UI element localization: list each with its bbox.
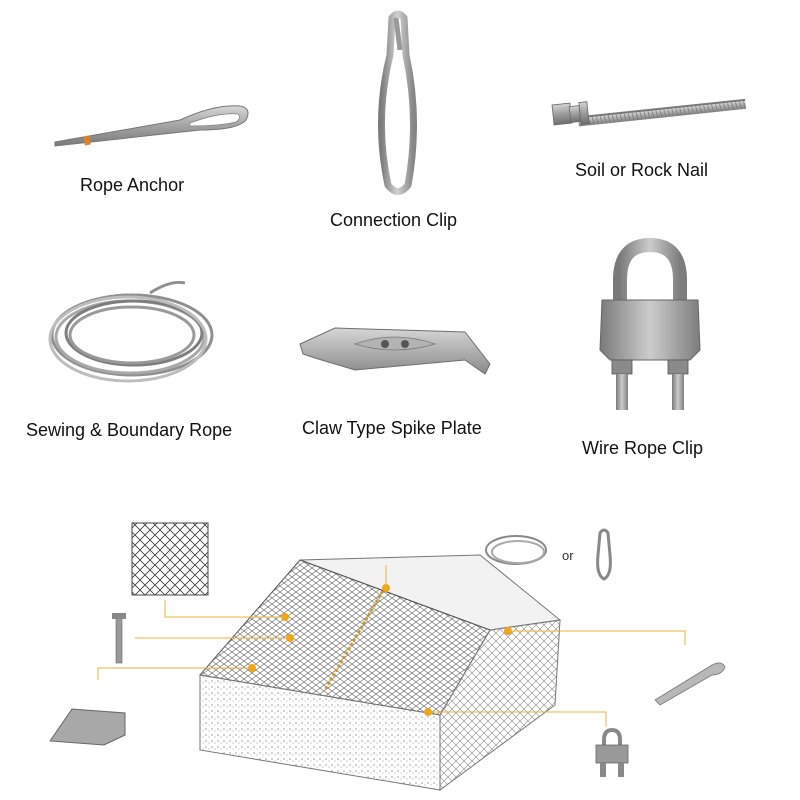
- wire-rope-clip-image: [599, 237, 701, 410]
- connection-clip-image: [378, 10, 417, 195]
- small-rope-icon: [485, 535, 547, 565]
- leader-lines: [97, 565, 686, 727]
- claw-spike-plate-image: [299, 327, 491, 375]
- rope-anchor-label: Rope Anchor: [80, 175, 185, 195]
- small-nail-icon: [112, 613, 126, 664]
- small-wire-clip-icon: [595, 727, 629, 777]
- soil-rock-nail-image: [551, 98, 747, 127]
- small-plate-icon: [49, 708, 126, 746]
- soil-rock-nail-label: Soil or Rock Nail: [575, 160, 709, 180]
- seam-rope: [323, 586, 387, 691]
- sewing-boundary-rope-label: Sewing & Boundary Rope: [26, 420, 233, 440]
- small-anchor-icon: [654, 662, 726, 706]
- claw-spike-plate-label: Claw Type Spike Plate: [302, 418, 482, 438]
- sewing-boundary-rope-image: [48, 281, 214, 383]
- wire-rope-clip-label: Wire Rope Clip: [582, 438, 704, 458]
- small-clip-icon: [596, 528, 612, 581]
- mesh-swatch: [131, 522, 209, 596]
- rope-anchor-image: [54, 105, 249, 147]
- slope-front: [199, 674, 441, 791]
- slope-side: [439, 619, 561, 791]
- connection-clip-label: Connection Clip: [330, 210, 458, 230]
- or-text: or: [562, 548, 574, 563]
- installation-diagram: [49, 522, 726, 791]
